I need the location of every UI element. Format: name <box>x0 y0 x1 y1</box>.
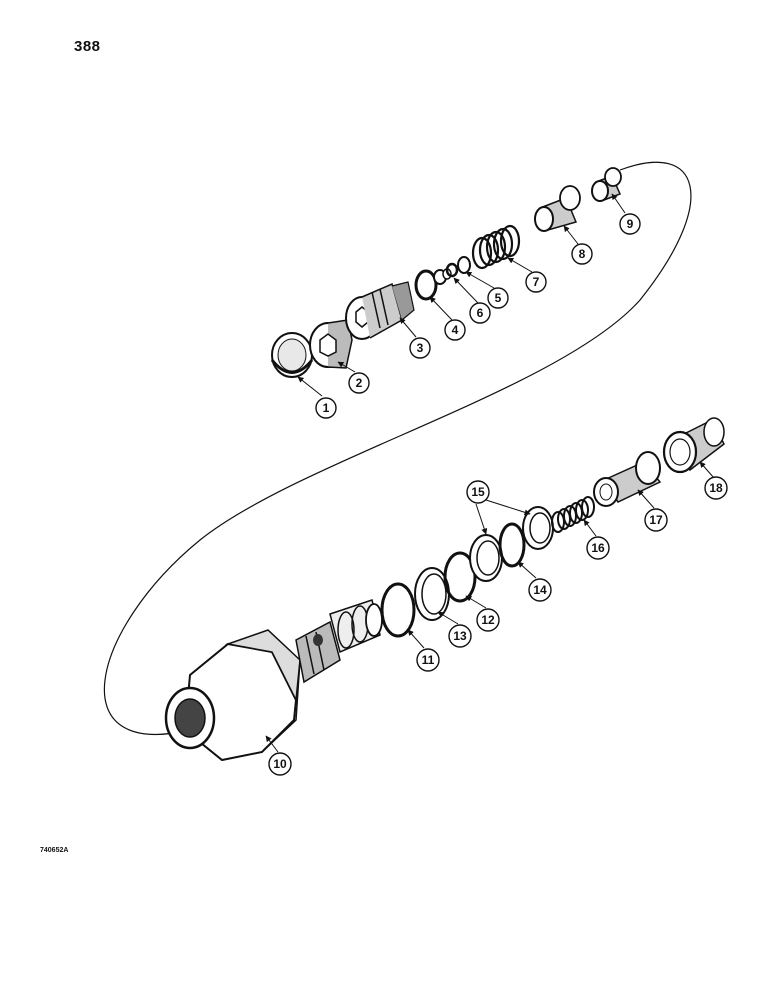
part-16-spring <box>551 496 595 533</box>
callout-label: 5 <box>495 291 502 305</box>
callout-label: 3 <box>417 341 424 355</box>
part-17-spool <box>593 451 662 507</box>
callout-label: 2 <box>356 376 363 390</box>
callout-5: 5 <box>487 287 509 309</box>
callout-label: 14 <box>533 583 547 597</box>
part-14-o-ring <box>498 522 526 568</box>
part-8-sleeve <box>534 185 581 232</box>
callout-16: 16 <box>586 536 610 560</box>
callout-label: 12 <box>481 613 495 627</box>
callout-1: 1 <box>315 397 337 419</box>
callout-17: 17 <box>644 508 668 532</box>
part-13-backup-ring <box>414 567 450 621</box>
callout-4: 4 <box>444 319 466 341</box>
figure-code: 740652A <box>40 847 69 854</box>
callout-label: 9 <box>627 217 634 231</box>
callout-2: 2 <box>348 372 370 394</box>
part-18-sleeve <box>662 417 725 474</box>
part-15-backup-ring-b <box>522 506 554 550</box>
callout-15: 15 <box>466 480 490 504</box>
part-7-spring <box>471 224 521 270</box>
callout-label: 11 <box>422 653 435 667</box>
part-12-o-ring <box>443 551 477 603</box>
part-9-bushing <box>591 167 622 202</box>
callout-label: 8 <box>579 247 586 261</box>
callout-13: 13 <box>448 624 472 648</box>
part-6-ring <box>445 262 459 278</box>
part-10-housing <box>164 599 383 762</box>
callout-3: 3 <box>409 337 431 359</box>
part-1-cap <box>270 332 314 378</box>
part-15-backup-ring-a <box>469 534 503 582</box>
callout-14: 14 <box>528 578 552 602</box>
callout-label: 4 <box>452 323 459 337</box>
part-5-washer <box>457 256 471 274</box>
callout-label: 7 <box>533 275 540 289</box>
callout-label: 1 <box>323 401 330 415</box>
assembly-loop-line <box>103 161 692 735</box>
callout-label: 6 <box>477 306 484 320</box>
callout-11: 11 <box>416 648 440 672</box>
page-number: 388 <box>74 38 101 55</box>
callout-9: 9 <box>619 213 641 235</box>
callout-label: 18 <box>709 481 723 495</box>
callout-label: 10 <box>273 757 287 771</box>
part-4-o-ring <box>414 269 438 301</box>
leader-lines <box>265 193 715 753</box>
callout-7: 7 <box>525 271 547 293</box>
part-2-plug <box>309 319 353 369</box>
callout-label: 15 <box>471 485 485 499</box>
poppet-stem <box>433 268 452 285</box>
callout-6: 6 <box>469 302 491 324</box>
callout-18: 18 <box>704 476 728 500</box>
part-11-o-ring <box>380 582 416 638</box>
part-3-valve-body <box>345 281 415 340</box>
callout-label: 13 <box>453 629 467 643</box>
callout-12: 12 <box>476 608 500 632</box>
callout-8: 8 <box>571 243 593 265</box>
callout-10: 10 <box>268 752 292 776</box>
callout-label: 17 <box>649 513 663 527</box>
callout-label: 16 <box>591 541 605 555</box>
